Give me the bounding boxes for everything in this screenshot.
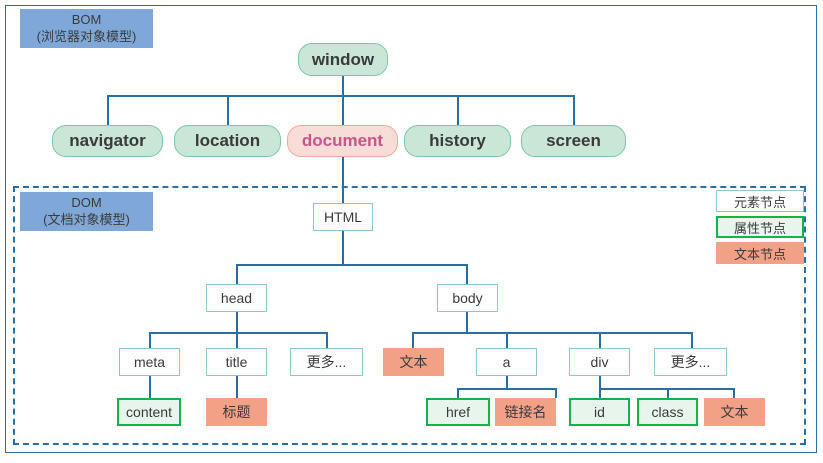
dom-label-line1: DOM — [71, 195, 102, 210]
dom-node-title-text[interactable]: 标题 — [206, 398, 267, 426]
bom-node-location[interactable]: location — [174, 125, 281, 157]
connector-div-stem — [599, 376, 601, 389]
connector-head-stem — [236, 312, 238, 333]
connector-drop-link-text — [555, 388, 557, 398]
connector-drop-class — [667, 388, 669, 398]
bom-node-document[interactable]: document — [287, 125, 398, 157]
bom-label-line1: BOM — [71, 12, 102, 27]
connector-html-stem — [342, 231, 344, 265]
legend-item-attribute-node: 属性节点 — [716, 216, 804, 238]
dom-node-content[interactable]: content — [117, 398, 181, 426]
connector-div-bus — [599, 388, 734, 390]
legend-item-element-node: 元素节点 — [716, 190, 804, 212]
connector-drop-div — [599, 332, 601, 349]
bom-section-label: BOM (浏览器对象模型) — [20, 9, 153, 48]
connector-body-bus — [412, 332, 692, 334]
dom-node-class[interactable]: class — [637, 398, 698, 426]
dom-node-body-text[interactable]: 文本 — [383, 348, 444, 376]
dom-node-link-text[interactable]: 链接名 — [495, 398, 556, 426]
legend: 元素节点 属性节点 文本节点 — [716, 190, 806, 268]
connector-title-text — [236, 376, 238, 398]
connector-window-stem — [342, 76, 344, 96]
connector-drop-head — [236, 264, 238, 284]
connector-html-bus — [236, 264, 467, 266]
dom-node-id[interactable]: id — [569, 398, 630, 426]
dom-node-a[interactable]: a — [476, 348, 537, 376]
connector-meta-content — [149, 376, 151, 398]
connector-drop-document — [342, 95, 344, 125]
connector-drop-body — [466, 264, 468, 284]
dom-node-meta[interactable]: meta — [119, 348, 180, 376]
connector-bom-bus — [107, 95, 574, 97]
connector-document-html — [342, 157, 344, 203]
bom-node-window[interactable]: window — [298, 43, 388, 76]
connector-a-bus — [457, 388, 556, 390]
connector-drop-body-more — [691, 332, 693, 349]
connector-head-bus — [149, 332, 327, 334]
dom-node-html[interactable]: HTML — [313, 203, 373, 231]
dom-section-label: DOM (文档对象模型) — [20, 192, 153, 231]
connector-drop-title — [236, 332, 238, 349]
connector-drop-div-text — [733, 388, 735, 398]
dom-region-frame — [13, 186, 806, 445]
connector-drop-id — [599, 388, 601, 398]
bom-node-screen[interactable]: screen — [521, 125, 626, 157]
connector-drop-body-text — [412, 332, 414, 349]
connector-drop-head-more — [326, 332, 328, 349]
dom-label-line2: (文档对象模型) — [43, 212, 130, 227]
connector-a-stem — [506, 376, 508, 389]
dom-node-div-text[interactable]: 文本 — [704, 398, 765, 426]
legend-item-text-node: 文本节点 — [716, 242, 804, 264]
connector-drop-meta — [149, 332, 151, 349]
dom-node-div[interactable]: div — [569, 348, 630, 376]
bom-node-navigator[interactable]: navigator — [52, 125, 163, 157]
connector-drop-location — [227, 95, 229, 125]
connector-drop-href — [457, 388, 459, 398]
dom-node-head[interactable]: head — [206, 284, 267, 312]
bom-region-frame — [5, 5, 817, 453]
bom-label-line2: (浏览器对象模型) — [36, 29, 137, 44]
dom-node-href[interactable]: href — [426, 398, 490, 426]
dom-node-body[interactable]: body — [437, 284, 498, 312]
connector-drop-history — [457, 95, 459, 125]
connector-drop-navigator — [107, 95, 109, 125]
dom-node-body-more[interactable]: 更多... — [654, 348, 727, 376]
bom-node-history[interactable]: history — [404, 125, 511, 157]
dom-node-head-more[interactable]: 更多... — [290, 348, 363, 376]
connector-drop-screen — [573, 95, 575, 125]
connector-drop-a — [506, 332, 508, 349]
dom-node-title[interactable]: title — [206, 348, 267, 376]
connector-body-stem — [466, 312, 468, 333]
